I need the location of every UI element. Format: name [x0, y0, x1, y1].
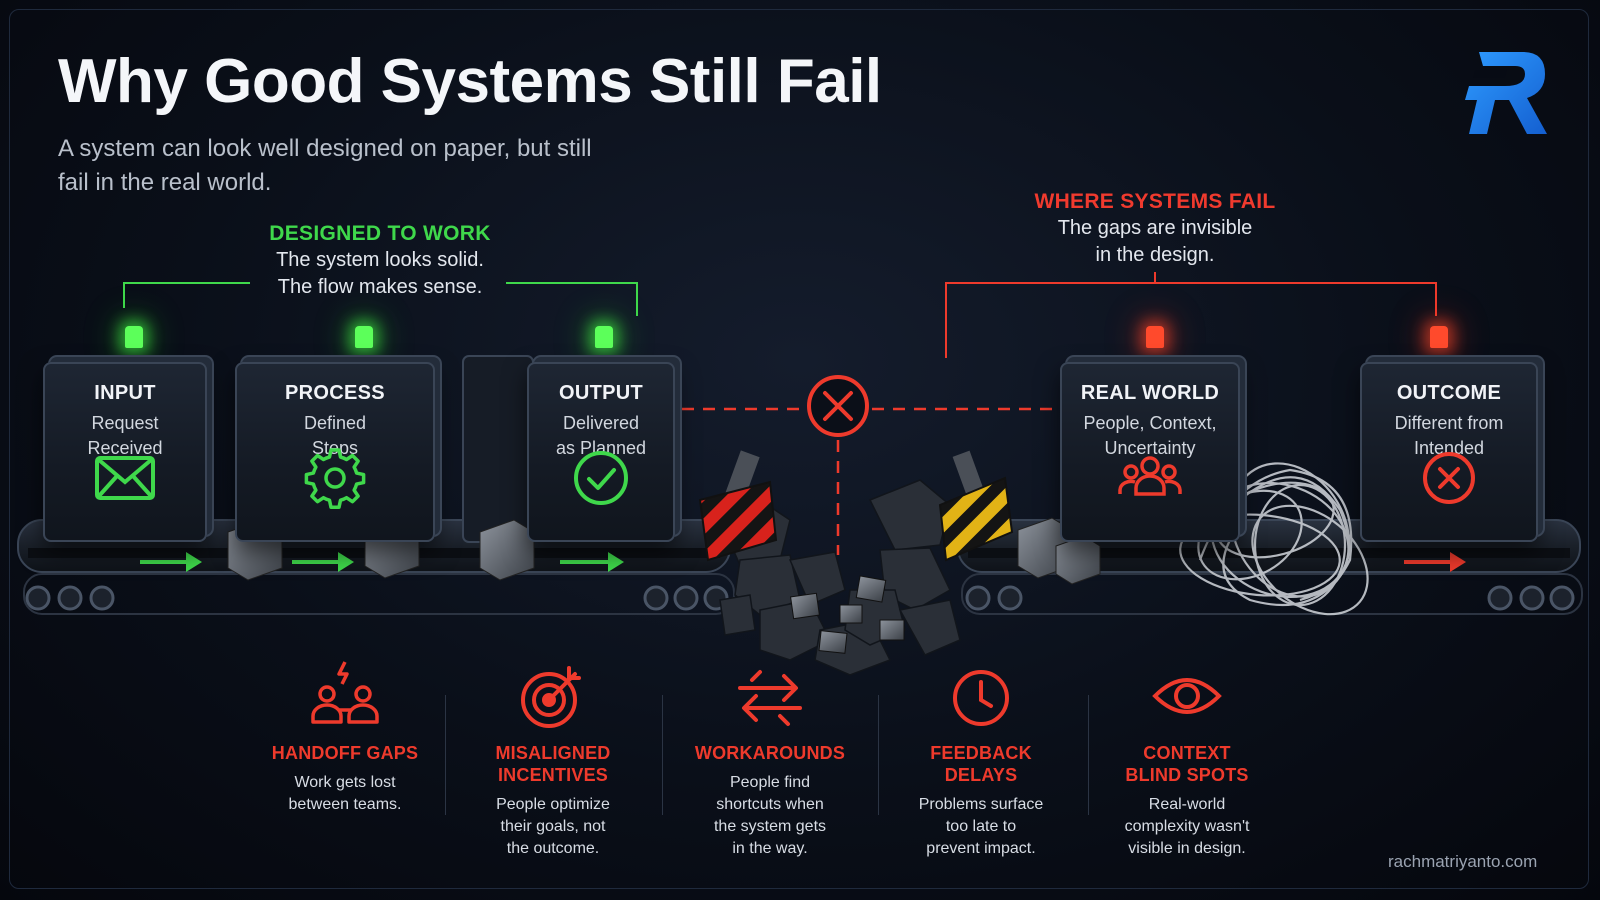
factor-feedback-delays: FEEDBACK DELAYS Problems surface too lat…	[896, 660, 1066, 860]
status-lamp-output	[595, 326, 613, 348]
node-output-heading: OUTPUT	[558, 382, 644, 404]
failure-dashes	[682, 407, 1060, 555]
factor-context-desc3: visible in design.	[1128, 840, 1246, 857]
factor-context-blind-spots: CONTEXT BLIND SPOTS Real-world complexit…	[1102, 660, 1272, 860]
node-outcome-line1: Different from	[1394, 413, 1504, 433]
status-lamp-outcome	[1430, 326, 1448, 348]
node-process-heading: PROCESS	[285, 382, 385, 404]
status-lamp-process	[355, 326, 373, 348]
callout-designed-line1: The system looks solid.	[276, 249, 484, 271]
node-input-line1: Request	[91, 413, 159, 433]
node-real-world: REAL WORLD People, Context, Uncertainty	[1060, 362, 1240, 542]
clock-icon	[953, 670, 1009, 726]
node-real-world-line2: Uncertainty	[1104, 438, 1196, 458]
factor-workarounds: WORKAROUNDS People find shortcuts when t…	[685, 660, 855, 860]
node-process-line2: Steps	[311, 438, 359, 458]
yellow-barrier	[938, 450, 1014, 562]
node-output-line2: as Planned	[555, 438, 647, 458]
factor-divider	[1088, 695, 1089, 815]
factor-misaligned-desc3: the outcome.	[506, 840, 600, 857]
flow-arrows	[140, 552, 1466, 572]
callout-fail-heading: WHERE SYSTEMS FAIL	[1034, 190, 1276, 213]
node-outcome-heading: OUTCOME	[1396, 382, 1502, 404]
factor-misaligned-incentives: MISALIGNED INCENTIVES People optimize th…	[468, 660, 638, 860]
failure-x-icon	[807, 375, 869, 437]
rubble-cubes	[790, 575, 905, 654]
node-process-line1: Defined	[303, 413, 367, 433]
factor-feedback-heading2: DELAYS	[944, 765, 1018, 785]
node-input-heading: INPUT	[94, 382, 156, 404]
factor-divider	[878, 695, 879, 815]
factor-feedback-heading1: FEEDBACK	[930, 743, 1032, 763]
factor-context-heading1: CONTEXT	[1143, 743, 1231, 763]
node-input-line2: Received	[87, 438, 163, 458]
factor-context-heading2: BLIND SPOTS	[1125, 765, 1249, 785]
factor-workarounds-desc1: People find	[729, 774, 811, 791]
callout-fail-line1: The gaps are invisible	[1057, 217, 1253, 239]
factor-feedback-desc2: too late to	[945, 818, 1017, 835]
factor-misaligned-heading1: MISALIGNED	[495, 743, 611, 763]
footer-website[interactable]: rachmatriyanto.com	[1388, 852, 1538, 871]
callout-designed: DESIGNED TO WORK The system looks solid.…	[245, 220, 515, 301]
factor-workarounds-heading: WORKAROUNDS	[694, 743, 846, 763]
red-barrier	[698, 450, 778, 562]
factor-feedback-desc3: prevent impact.	[926, 840, 1036, 857]
node-real-world-line1: People, Context,	[1083, 413, 1217, 433]
factor-misaligned-desc1: People optimize	[496, 796, 610, 813]
factor-handoff-desc1: Work gets lost	[294, 774, 396, 791]
factor-handoff-gaps: HANDOFF GAPS Work gets lost between team…	[260, 660, 430, 816]
arrows-exchange-icon	[738, 670, 802, 726]
logo-icon	[1465, 52, 1547, 134]
callout-fail-line2: in the design.	[1095, 244, 1215, 266]
check-circle-icon	[574, 451, 628, 505]
factor-handoff-desc2: between teams.	[288, 796, 402, 813]
node-real-world-heading: REAL WORLD	[1080, 382, 1220, 404]
page-title: Why Good Systems Still Fail	[58, 47, 882, 116]
people-icon	[1118, 456, 1182, 496]
page-subtitle: A system can look well designed on paper…	[58, 135, 592, 196]
factor-context-desc1: Real-world	[1148, 796, 1226, 813]
status-lamp-input	[125, 326, 143, 348]
gear-icon	[304, 448, 366, 509]
fail-bracket	[945, 272, 1437, 358]
callout-designed-heading: DESIGNED TO WORK	[269, 222, 491, 245]
factor-misaligned-desc2: their goals, not	[500, 818, 606, 835]
callout-fail: WHERE SYSTEMS FAIL The gaps are invisibl…	[1010, 188, 1300, 269]
callout-designed-line2: The flow makes sense.	[277, 276, 483, 298]
target-icon	[521, 666, 581, 728]
factor-divider	[445, 695, 446, 815]
factor-context-desc2: complexity wasn't	[1124, 818, 1250, 835]
designed-bracket	[123, 282, 638, 316]
factor-workarounds-desc4: in the way.	[732, 840, 808, 857]
factor-workarounds-desc3: the system gets	[713, 818, 827, 835]
eye-icon	[1152, 678, 1222, 714]
envelope-icon	[95, 456, 155, 500]
factor-misaligned-heading2: INCENTIVES	[497, 765, 609, 785]
handoff-icon	[311, 661, 379, 724]
factor-divider	[662, 695, 663, 815]
factor-workarounds-desc2: shortcuts when	[716, 796, 824, 813]
node-output-line1: Delivered	[562, 413, 640, 433]
frame-border	[9, 9, 1589, 889]
factor-handoff-heading: HANDOFF GAPS	[271, 743, 419, 763]
x-circle-icon	[1423, 452, 1475, 504]
factor-feedback-desc1: Problems surface	[918, 796, 1044, 813]
node-outcome-line2: Intended	[1413, 438, 1485, 458]
node-output: OUTPUT Delivered as Planned	[527, 362, 675, 542]
status-lamp-real-world	[1146, 326, 1164, 348]
